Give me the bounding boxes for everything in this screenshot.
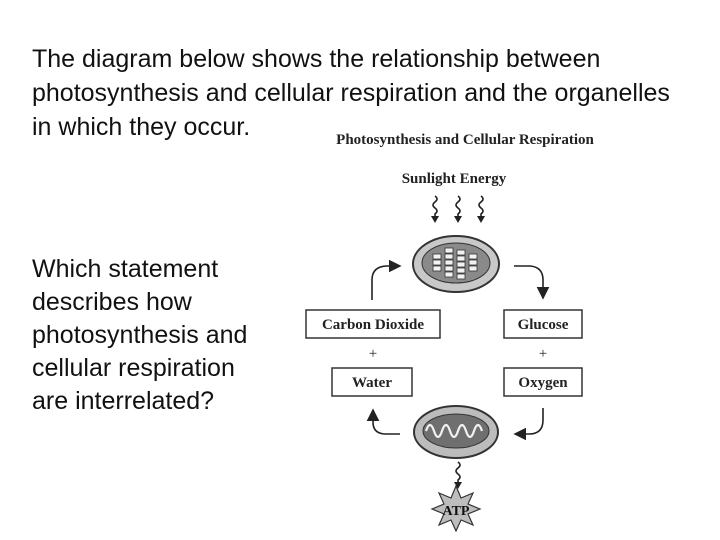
mitochondrion-icon — [413, 405, 499, 459]
intro-line-3: in which they occur. — [32, 113, 251, 141]
glucose-label: Glucose — [518, 317, 569, 333]
arrow-to-chloroplast — [371, 259, 402, 300]
question-line-2: describes how — [32, 288, 192, 316]
arrow-to-mitochondrion — [513, 408, 544, 441]
oxygen-label: Oxygen — [518, 375, 568, 391]
question-line-1: Which statement — [32, 255, 219, 283]
water-box: Water — [331, 367, 413, 397]
carbon-dioxide-label: Carbon Dioxide — [322, 317, 424, 333]
carbon-dioxide-box: Carbon Dioxide — [305, 309, 441, 339]
diagram-title: Photosynthesis and Cellular Respiration — [336, 132, 594, 148]
left-plus-sign: + — [369, 346, 377, 362]
right-plus-sign: + — [539, 346, 547, 362]
oxygen-box: Oxygen — [503, 367, 583, 397]
chloroplast-icon — [412, 235, 500, 293]
sunlight-label: Sunlight Energy — [402, 171, 507, 187]
question-line-5: are interrelated? — [32, 387, 215, 415]
arrow-to-water — [366, 408, 400, 435]
question-text: Which statement describes how photosynth… — [32, 253, 272, 418]
cycle-diagram: Photosynthesis and Cellular Respiration … — [305, 132, 594, 532]
atp-ray-icon — [454, 461, 462, 489]
intro-line-2: photosynthesis and cellular respiration … — [32, 79, 670, 107]
arrow-to-glucose — [514, 265, 550, 300]
intro-text: The diagram below shows the relationship… — [32, 42, 702, 144]
intro-line-1: The diagram below shows the relationship… — [32, 45, 601, 73]
sunlight-ray-icon — [431, 195, 485, 223]
glucose-box: Glucose — [503, 309, 583, 339]
water-label: Water — [352, 375, 392, 391]
atp-label: ATP — [443, 504, 470, 519]
question-line-4: cellular respiration — [32, 354, 235, 382]
starburst-icon: ATP — [430, 484, 482, 532]
question-line-3: photosynthesis and — [32, 321, 248, 349]
